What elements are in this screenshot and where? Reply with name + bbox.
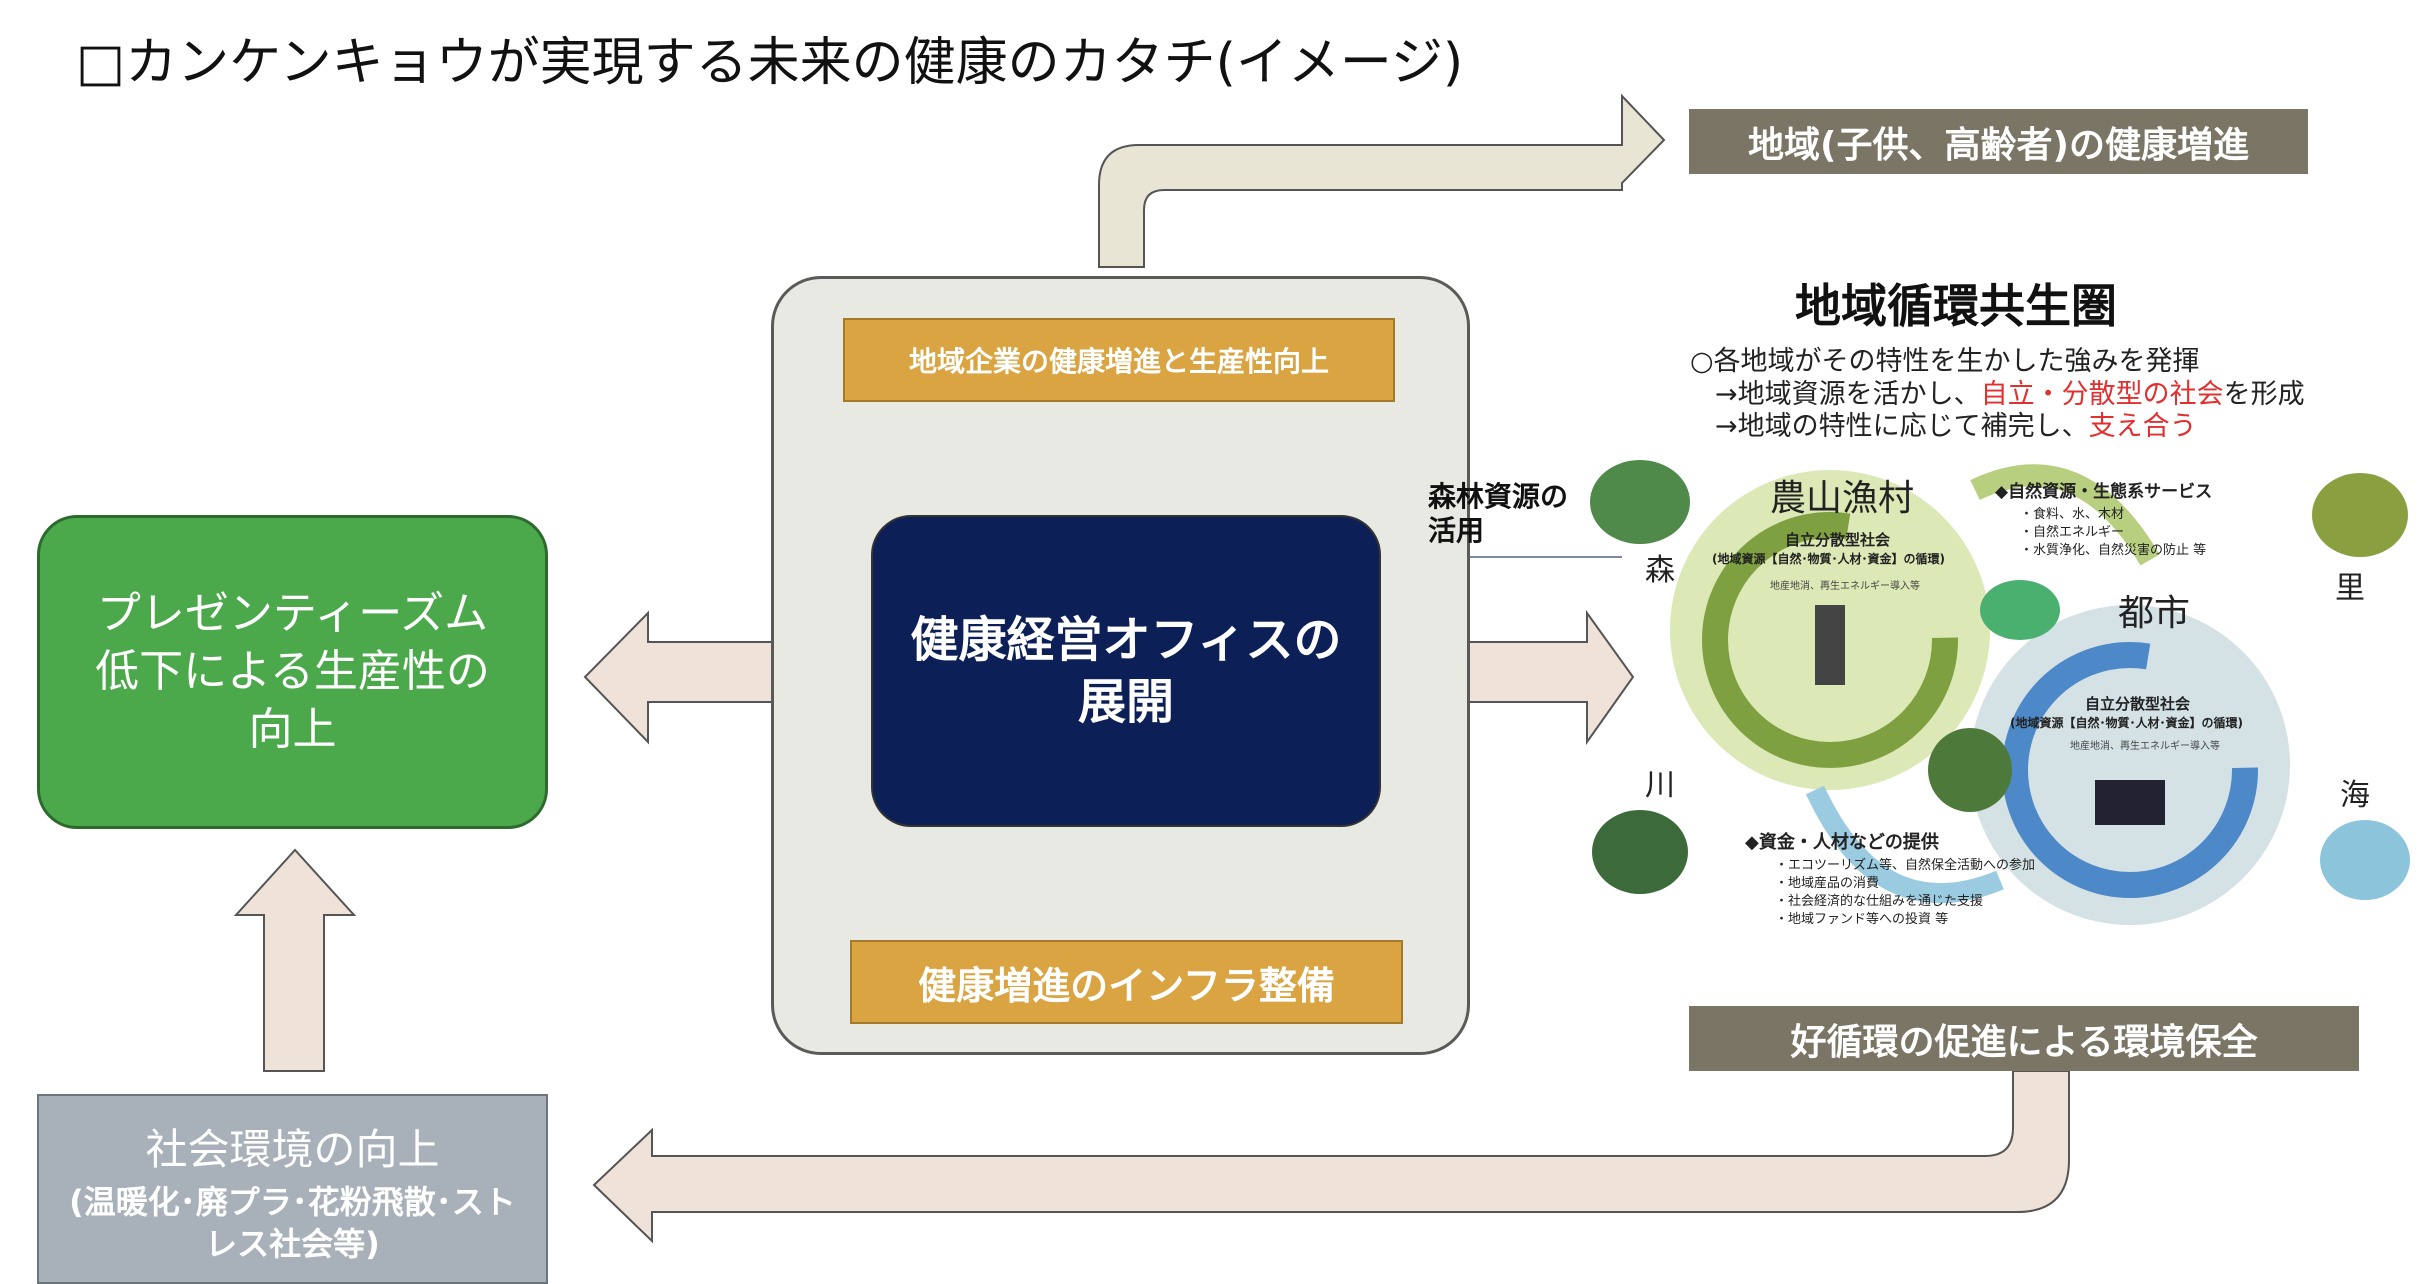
forest-note-line2: 活用	[1428, 514, 1485, 547]
main-box-line1: 健康経営オフィスの	[910, 612, 1342, 668]
sea-photo	[2320, 820, 2410, 900]
rural-building-icon	[1815, 605, 1845, 685]
rural-society-title: 自立分散型社会	[1785, 531, 1890, 549]
nature-item-2: ・自然エネルギー	[2020, 524, 2124, 540]
bottom-label: 好循環の促進による環境保全	[1689, 1006, 2359, 1071]
funds-item-4: ・地域ファンド等への投資 等	[1775, 911, 1948, 927]
river-photo	[1592, 810, 1688, 894]
rural-society-note: 地産地消、再生エネルギー導入等	[1770, 579, 1920, 592]
diagram-title: 地域循環共生圏	[1795, 279, 2117, 333]
green-line2: 低下による生産性の	[95, 646, 490, 697]
forest-note: 森林資源の活用	[1428, 480, 1568, 548]
diagram-line2: →地域資源を活かし、自立・分散型の社会を形成	[1715, 379, 2305, 410]
orange-bottom-box: 健康増進のインフラ整備	[850, 940, 1403, 1024]
rural-cycle-arrow	[1702, 512, 1958, 768]
green-box: プレゼンティーズム低下による生産性の向上	[37, 515, 548, 829]
up-arrow-to-green	[233, 848, 357, 1072]
city-buildings-icon	[2095, 780, 2165, 825]
page-title: □カンケンキョウが実現する未来の健康のカタチ(イメージ)	[76, 33, 1464, 93]
funds-item-2: ・地域産品の消費	[1775, 875, 1879, 891]
forest-note-line1: 森林資源の	[1428, 480, 1569, 513]
up-right-arrow	[1098, 93, 1666, 268]
diagram-line1: ○各地域がその特性を生かした強みを発揮	[1690, 346, 2200, 377]
nature-item-3: ・水質浄化、自然災害の防止 等	[2020, 542, 2206, 558]
main-box-line2: 展開	[1077, 674, 1174, 730]
satoyama-photo	[2312, 473, 2408, 557]
gray-sub1: (温暖化･廃プラ･花粉飛散･スト	[69, 1183, 516, 1221]
main-box: 健康経営オフィスの展開	[871, 515, 1381, 827]
green-line1: プレゼンティーズム	[96, 588, 489, 639]
down-left-arrow	[592, 1070, 2070, 1244]
top-label: 地域(子供、高齢者)の健康増進	[1689, 109, 2308, 174]
forest-photo	[1590, 460, 1690, 544]
road-photo	[1928, 728, 2012, 812]
funds-item-3: ・社会経済的な仕組みを通じた支援	[1775, 893, 1983, 909]
funds-flow-arrow	[1805, 785, 2004, 904]
city-cycle-arrow	[2002, 642, 2258, 898]
city-society-title: 自立分散型社会	[2085, 695, 2190, 713]
funds-head: ◆資金・人材などの提供	[1745, 831, 1939, 853]
nature-head: ◆自然資源・生態系サービス	[1995, 481, 2212, 502]
diagram-line3: →地域の特性に応じて補完し、支え合う	[1715, 411, 2197, 442]
city-label: 都市	[2118, 593, 2190, 634]
nature-flow-arrow	[1970, 464, 2160, 566]
rural-label: 農山漁村	[1770, 478, 1914, 519]
city-society-sub: (地域資源【自然･物質･人材･資金】の循環)	[2010, 715, 2243, 730]
mori-label: 森	[1645, 553, 1675, 588]
green-line3: 向上	[248, 704, 337, 755]
umi-label: 海	[2340, 778, 2370, 813]
orange-top-box: 地域企業の健康増進と生産性向上	[843, 318, 1395, 402]
wetland-photo	[1980, 580, 2060, 640]
rural-society-sub: (地域資源【自然･物質･人材･資金】の循環)	[1712, 551, 1945, 566]
gray-main: 社会環境の向上	[145, 1125, 440, 1174]
city-society-note: 地産地消、再生エネルギー導入等	[2070, 739, 2220, 752]
kawa-label: 川	[1645, 768, 1675, 803]
sato-label: 里	[2335, 571, 2365, 606]
gray-sub2: レス社会等)	[205, 1225, 380, 1263]
funds-item-1: ・エコツーリズム等、自然保全活動への参加	[1775, 857, 2035, 873]
nature-item-1: ・食料、水、木材	[2020, 506, 2124, 522]
